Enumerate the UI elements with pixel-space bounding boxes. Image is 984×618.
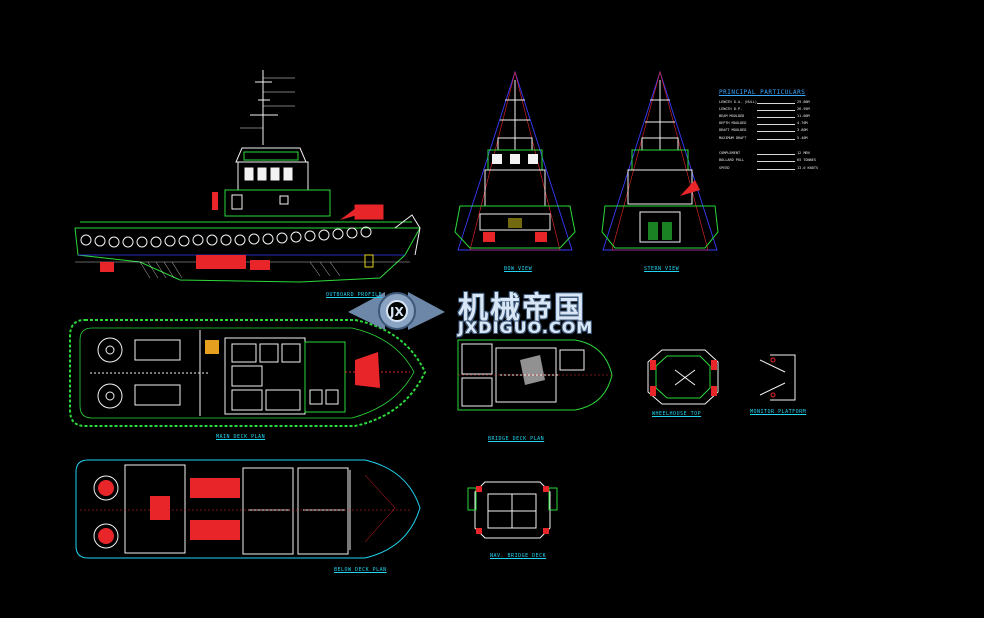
particulars-leader-line [757, 117, 795, 118]
particulars-key: MAXIMUM DRAFT [719, 136, 747, 140]
particulars-value: 12 MEN [797, 151, 810, 155]
particulars-key: LENGTH O.A. (HULL) [719, 100, 757, 104]
outboard-profile-drawing [74, 70, 421, 283]
particulars-value: 65 TONNES [797, 158, 816, 162]
bow-view-drawing [454, 70, 576, 251]
nav-bridge-deck-drawing [467, 481, 558, 539]
particulars-leader-line [757, 103, 795, 104]
particulars-value: 3.80M [797, 128, 808, 132]
particulars-leader-line [757, 124, 795, 125]
below-deck-plan-drawing [75, 459, 421, 559]
particulars-key: LENGTH B.P. [719, 107, 743, 111]
particulars-row: BOLLARD PULL 65 TONNES [719, 158, 816, 163]
watermark-site-text: JXDIGUO.COM [458, 318, 594, 337]
particulars-value: 29.80M [797, 100, 810, 104]
principal-particulars-title: PRINCIPAL PARTICULARS [719, 89, 806, 96]
particulars-leader-line [757, 110, 795, 111]
particulars-row: DEPTH MOULDED 4.70M [719, 121, 809, 126]
wheelhouse-top-label: WHEELHOUSE TOP [652, 411, 702, 417]
particulars-leader-line [757, 161, 795, 162]
stern-view-drawing [601, 70, 719, 251]
particulars-leader-line [757, 131, 795, 132]
particulars-leader-line [757, 139, 795, 140]
particulars-row: DRAFT MOULDED 3.80M [719, 128, 809, 133]
nav-bridge-deck-label: NAV. BRIDGE DECK [490, 553, 547, 559]
particulars-row: MAXIMUM DRAFT 5.40M [719, 136, 809, 141]
particulars-value: 5.40M [797, 136, 808, 140]
particulars-row: LENGTH B.P. 26.95M [719, 107, 810, 112]
bow-view-label: BOW VIEW [504, 266, 533, 272]
bridge-deck-plan-label: BRIDGE DECK PLAN [488, 436, 545, 442]
particulars-value: 26.95M [797, 107, 810, 111]
wheelhouse-top-drawing [647, 349, 719, 405]
particulars-key: SPEED [719, 166, 730, 170]
particulars-key: BOLLARD PULL [719, 158, 745, 162]
particulars-leader-line [757, 169, 795, 170]
particulars-value: 4.70M [797, 121, 808, 125]
particulars-leader-line [757, 154, 795, 155]
particulars-key: COMPLEMENT [719, 151, 741, 155]
particulars-key: BEAM MOULDED [719, 114, 745, 118]
watermark-chinese-text: 机械帝国 [458, 291, 586, 326]
watermark-logo-icon: JX [348, 292, 445, 330]
below-deck-plan-label: BELOW DECK PLAN [334, 567, 387, 573]
outboard-profile-label: OUTBOARD PROFILE [326, 292, 383, 298]
particulars-row: BEAM MOULDED 11.60M [719, 114, 810, 119]
particulars-value: 11.60M [797, 114, 810, 118]
particulars-key: DRAFT MOULDED [719, 128, 747, 132]
particulars-value: 13.0 KNOTS [797, 166, 819, 170]
main-deck-plan-label: MAIN DECK PLAN [216, 434, 266, 440]
particulars-row: SPEED 13.0 KNOTS [719, 166, 818, 171]
particulars-key: DEPTH MOULDED [719, 121, 747, 125]
monitor-platform-label: MONITOR PLATFORM [750, 409, 807, 415]
bridge-deck-plan-drawing [457, 339, 613, 411]
svg-text:JX: JX [389, 305, 404, 319]
main-deck-plan-drawing [69, 319, 427, 427]
particulars-row: LENGTH O.A. (HULL) 29.80M [719, 100, 810, 105]
stern-view-label: STERN VIEW [644, 266, 680, 272]
particulars-row: COMPLEMENT 12 MEN [719, 151, 810, 156]
monitor-platform-drawing [759, 354, 796, 401]
